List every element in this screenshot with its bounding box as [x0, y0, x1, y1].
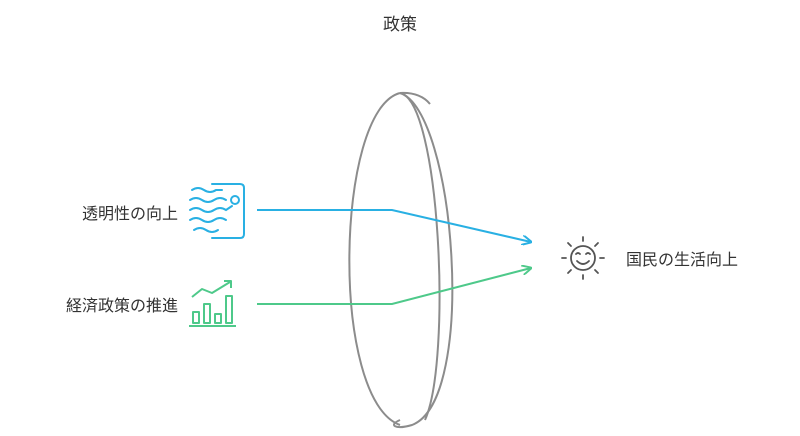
diagram-title: 政策 — [383, 15, 417, 35]
connector-economic-policy — [257, 268, 531, 305]
transparency-waves-icon — [189, 183, 245, 239]
lens-shape — [348, 91, 454, 429]
connector-transparency — [257, 209, 531, 242]
smiling-sun-icon — [561, 236, 605, 280]
input-label-economic-policy: 経済政策の推進 — [65, 296, 178, 315]
growth-bar-chart-icon — [189, 280, 236, 327]
input-label-transparency: 透明性の向上 — [81, 204, 178, 223]
output-label-life-improvement: 国民の生活向上 — [626, 250, 739, 269]
